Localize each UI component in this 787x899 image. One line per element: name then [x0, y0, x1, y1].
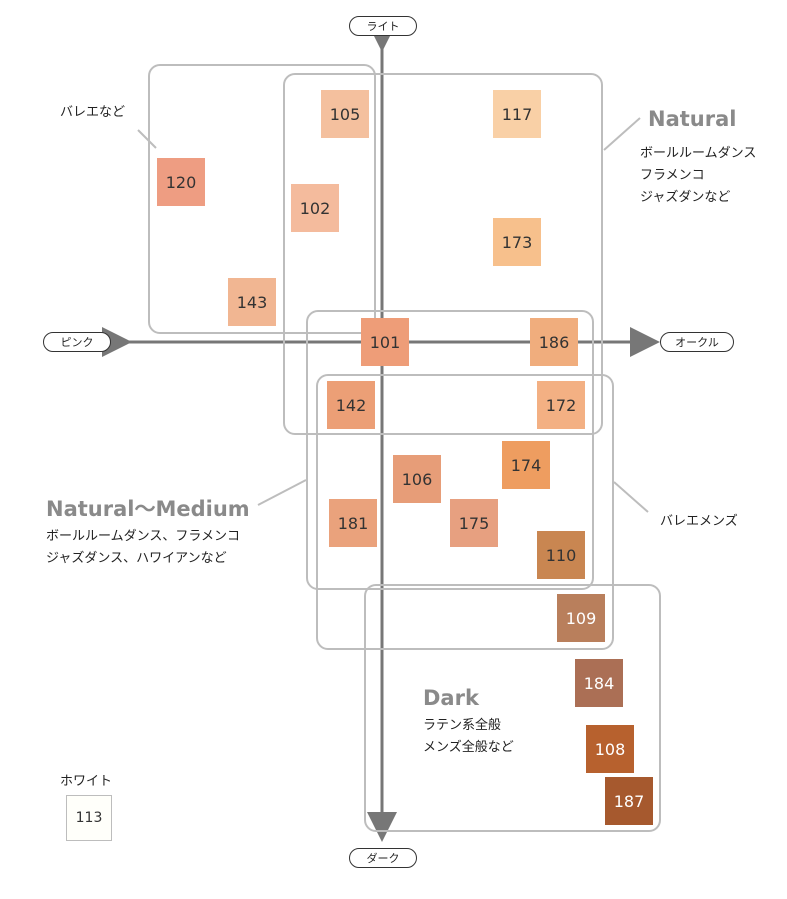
swatch-173: 173: [493, 218, 541, 266]
swatch-184: 184: [575, 659, 623, 707]
swatch-175: 175: [450, 499, 498, 547]
ballet-connector: [137, 129, 157, 149]
swatch-117: 117: [493, 90, 541, 138]
natural-medium-connector: [257, 479, 307, 506]
dark-line-2: メンズ全般など: [423, 740, 514, 755]
ballet-mens-group-box: [316, 374, 614, 650]
swatch-187: 187: [605, 777, 653, 825]
ballet-label: バレエなど: [60, 105, 126, 120]
swatch-142: 142: [327, 381, 375, 429]
dark-line-1: ラテン系全般: [423, 718, 502, 733]
swatch-181: 181: [329, 499, 377, 547]
axis-label-dark: ダーク: [349, 848, 417, 868]
ballet-mens-connector: [613, 481, 649, 513]
natural-medium-title: Natural〜Medium: [46, 497, 250, 521]
natural-group-box: [283, 73, 603, 435]
swatch-109: 109: [557, 594, 605, 642]
axis-label-ochre: オークル: [660, 332, 734, 352]
swatch-174: 174: [502, 441, 550, 489]
swatch-113: 113: [66, 795, 112, 841]
natural-medium-line-2: ジャズダンス、ハワイアンなど: [46, 551, 227, 566]
swatch-108: 108: [586, 725, 634, 773]
white-label: ホワイト: [60, 774, 113, 789]
swatch-172: 172: [537, 381, 585, 429]
swatch-110: 110: [537, 531, 585, 579]
swatch-106: 106: [393, 455, 441, 503]
axis-label-light: ライト: [349, 16, 417, 36]
natural-line-3: ジャズダンなど: [640, 190, 731, 205]
natural-line-1: ボールルームダンス: [640, 146, 757, 161]
swatch-105: 105: [321, 90, 369, 138]
natural-medium-group-box: [306, 310, 594, 590]
axis-label-pink: ピンク: [43, 332, 111, 352]
swatch-101: 101: [361, 318, 409, 366]
natural-line-2: フラメンコ: [640, 168, 705, 183]
dark-title: Dark: [423, 686, 479, 710]
natural-connector: [603, 117, 641, 151]
ballet-mens-label: バレエメンズ: [660, 514, 738, 529]
natural-title: Natural: [648, 107, 737, 131]
ballet-group-box: [148, 64, 376, 334]
swatch-143: 143: [228, 278, 276, 326]
dark-group-box: [364, 584, 661, 832]
swatch-186: 186: [530, 318, 578, 366]
natural-medium-line-1: ボールルームダンス、フラメンコ: [46, 529, 240, 544]
swatch-120: 120: [157, 158, 205, 206]
swatch-102: 102: [291, 184, 339, 232]
